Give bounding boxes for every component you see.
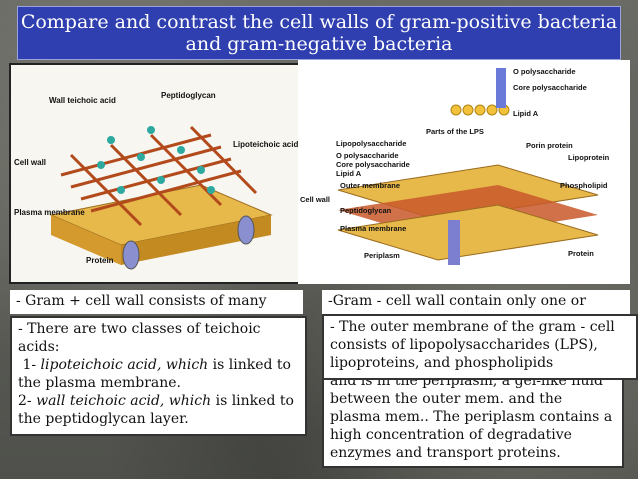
gram-positive-illustration: Wall teichoic acid Peptidoglycan Lipotei… [14, 91, 298, 270]
slide-title: Compare and contrast the cell walls of g… [17, 6, 621, 60]
teichoic-intro: - There are two classes of teichoic acid… [18, 321, 261, 355]
label-periplasm: Periplasm [364, 251, 400, 260]
label-protein-right: Protein [568, 249, 594, 258]
label-cell-wall: Cell wall [14, 158, 46, 167]
gram-positive-header: - Gram + cell wall consists of many [10, 290, 303, 314]
label-protein: Protein [86, 256, 114, 265]
label-outer-membrane: Outer membrane [340, 181, 400, 190]
gram-negative-header-text: -Gram - cell wall contain only one or [328, 293, 586, 309]
teichoic-item-1: 1- lipoteichoic acid, which is linked to… [18, 357, 291, 391]
gram-positive-header-text: - Gram + cell wall consists of many [16, 293, 267, 309]
label-peptidoglycan: Peptidoglycan [161, 91, 216, 100]
label-cell-wall-right: Cell wall [300, 195, 330, 204]
label-lipoteichoic: Lipoteichoic acid [233, 140, 298, 149]
label-lipoprotein: Lipoprotein [568, 153, 610, 162]
label-o-poly-top: O polysaccharide [513, 67, 576, 76]
gram-negative-outer-membrane-box: - The outer membrane of the gram - cell … [322, 314, 638, 380]
label-plasma-membrane-right: Plasma membrane [340, 224, 406, 233]
outer-membrane-text: - The outer membrane of the gram - cell … [330, 319, 615, 371]
slide-title-text: Compare and contrast the cell walls of g… [20, 11, 618, 55]
gram-positive-teichoic-box: - There are two classes of teichoic acid… [10, 316, 307, 436]
gram-positive-diagram: Wall teichoic acid Peptidoglycan Lipotei… [9, 63, 305, 284]
gram-negative-illustration: O polysaccharide Core polysaccharide Lip… [300, 67, 610, 265]
label-porin: Porin protein [526, 141, 573, 150]
label-o-poly: O polysaccharide [336, 151, 399, 160]
label-wall-teichoic: Wall teichoic acid [49, 96, 116, 105]
periplasm-text: and is in the periplasm, a gel-like flui… [330, 373, 613, 461]
gram-negative-periplasm-box: and is in the periplasm, a gel-like flui… [322, 368, 624, 468]
label-peptidoglycan-right: Peptidoglycan [340, 206, 392, 215]
label-lipopolysaccharide: Lipopolysaccharide [336, 139, 406, 148]
label-core-poly: Core polysaccharide [336, 160, 410, 169]
label-core-poly-top: Core polysaccharide [513, 83, 587, 92]
label-plasma-membrane: Plasma membrane [14, 208, 85, 217]
gram-negative-header: -Gram - cell wall contain only one or [322, 290, 630, 314]
label-phospholipid: Phospholipid [560, 181, 608, 190]
label-parts-lps: Parts of the LPS [426, 127, 484, 136]
gram-negative-diagram: O polysaccharide Core polysaccharide Lip… [298, 60, 630, 284]
label-lipid-a: Lipid A [336, 169, 362, 178]
label-lipid-a-top: Lipid A [513, 109, 539, 118]
teichoic-item-2: 2- wall teichoic acid, which is linked t… [18, 393, 294, 427]
